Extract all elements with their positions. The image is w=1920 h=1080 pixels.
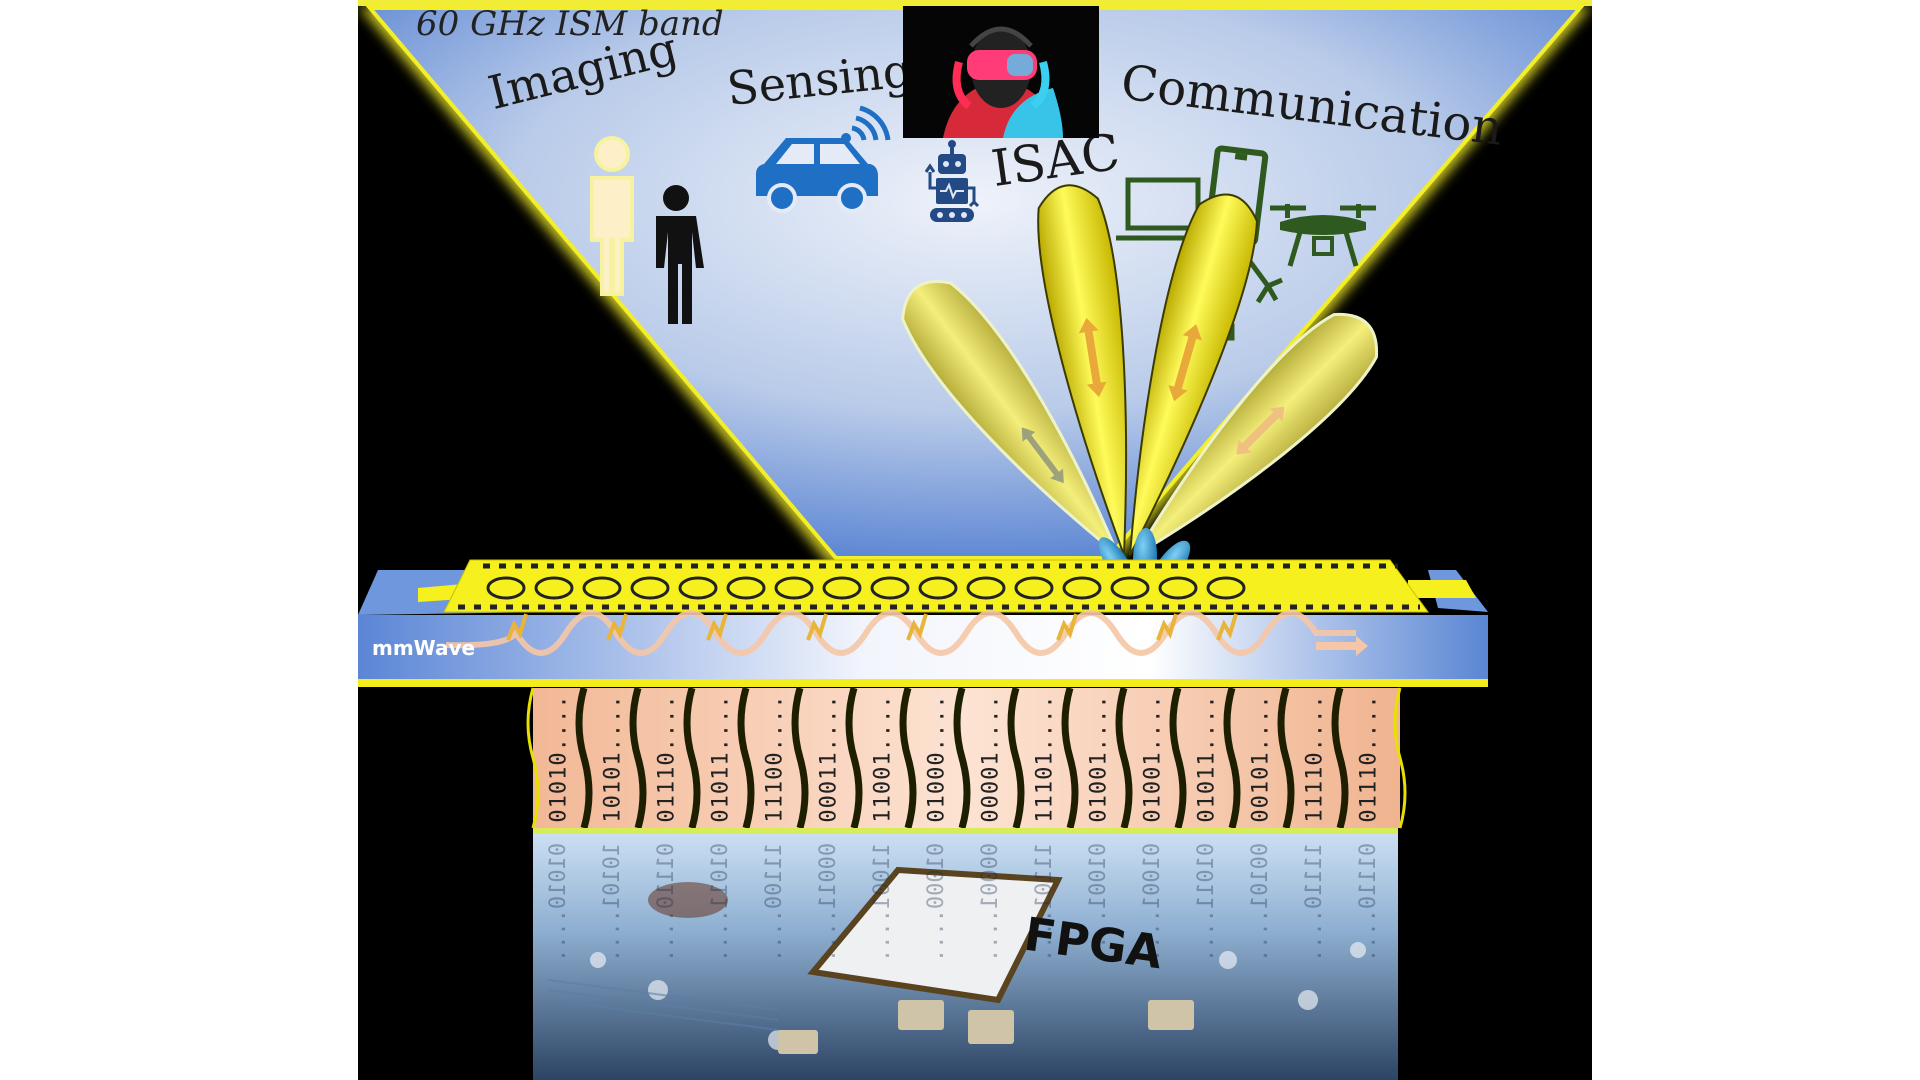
robot-icon [924,140,980,222]
person-glow-icon [590,136,634,296]
bitstream-column: 01001.... [1086,693,1112,823]
bitstream-column: 01010.... [546,693,572,823]
mmwave-label: mmWave [372,636,476,660]
frequency-band-label: 60 GHz ISM band [416,4,724,44]
bitstream-reflection: 01010.... [546,842,572,962]
bitstream-column: 10101.... [600,693,626,823]
beam-3 [1129,193,1258,556]
bitstream-reflection: 11110.... [1302,842,1328,962]
polarization-arrow-icon [1021,427,1064,484]
bitstream-column: 11100.... [762,693,788,823]
bitstream-reflection: 00011.... [816,842,842,962]
top-border [358,0,1592,6]
bitstream-column: 01110.... [1356,693,1382,823]
beam-1 [901,280,1120,557]
bitstream-column: 01110.... [654,693,680,823]
connected-car-icon [756,105,891,213]
mmwave-isac-figure: 60 GHz ISM band Imaging Sensing ISAC Com… [358,0,1592,1080]
bitstream-column: 01011.... [708,693,734,823]
bitstream-reflection: 01011.... [1194,842,1220,962]
bitstream-column: 00011.... [816,693,842,823]
polarization-arrow-icon [1236,406,1285,455]
pcb-photo [533,828,1398,1080]
bitstream-reflection: 01000.... [924,842,950,962]
bitstream-reflection: 01110.... [1356,842,1382,962]
bitstream-column: 11001.... [870,693,896,823]
bitstream-column: 00001.... [978,693,1004,823]
bitstream-reflection: 01110.... [654,842,680,962]
bitstream-reflection: 11100.... [762,842,788,962]
leakage-spark-icons [506,613,1238,641]
beam-2 [1037,184,1128,556]
bitstream-column: 01001.... [1140,693,1166,823]
drone-icon [1270,204,1376,267]
fpga-chip [807,866,1063,1004]
bitstream-column: 11101.... [1032,693,1058,823]
bitstream-column: 01000.... [924,693,950,823]
figure-graphics [358,0,1592,1080]
propagation-arrow-icon [1316,636,1368,656]
antenna-elements [486,576,1246,600]
bitstream-column: 01011.... [1194,693,1220,823]
vr-headset-photo [903,6,1099,138]
bitstream-reflection: 11001.... [870,842,896,962]
polarization-arrow-icon [1168,324,1202,402]
bitstream-reflection: 01011.... [708,842,734,962]
bitstream-reflection: 00001.... [978,842,1004,962]
beam-4 [1134,313,1378,557]
bitstream-column: 11110.... [1302,693,1328,823]
bitstream-columns [526,687,1407,829]
bitstream-reflection: 00101.... [1248,842,1274,962]
person-icon [656,185,704,324]
bitstream-reflection: 10101.... [600,842,626,962]
bitstream-column: 00101.... [1248,693,1274,823]
polarization-arrow-icon [1078,317,1107,397]
